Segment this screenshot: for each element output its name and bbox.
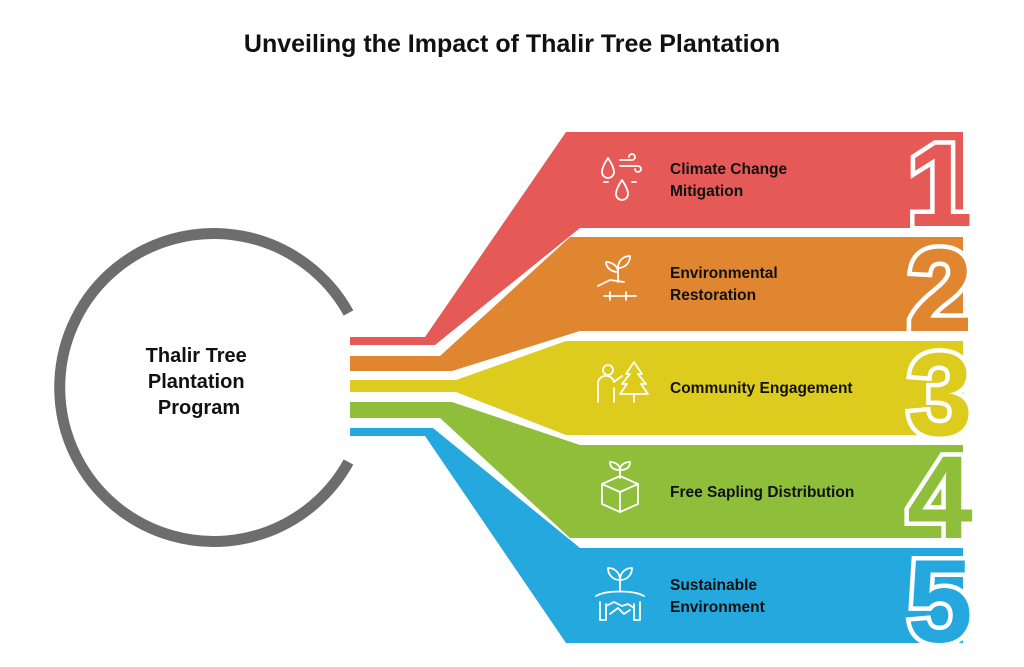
item-label-5: Sustainable Environment: [670, 577, 765, 616]
number-2: 2: [907, 225, 973, 357]
climate-icon: [601, 153, 642, 201]
ribbons: [350, 132, 963, 643]
ribbon-3: [350, 341, 963, 435]
item-label-4: Free Sapling Distribution: [670, 484, 854, 501]
item-label-2: Environmental Restoration: [670, 265, 782, 304]
handshake-plant-icon: [595, 567, 645, 621]
number-4: 4: [907, 432, 973, 564]
plant-hand-icon: [597, 255, 637, 301]
ribbon-2: [350, 237, 963, 371]
community-icon: [596, 361, 649, 403]
ribbon-1: [350, 132, 963, 345]
sapling-box-icon: [601, 461, 639, 513]
number-5: 5: [907, 536, 973, 667]
ribbon-5: [350, 428, 963, 643]
item-label-3: Community Engagement: [670, 380, 853, 397]
item-label-1: Climate Change Mitigation: [670, 161, 791, 200]
ribbon-4: [350, 402, 963, 538]
number-3: 3: [907, 329, 973, 461]
page-title: Unveiling the Impact of Thalir Tree Plan…: [243, 30, 781, 58]
center-label: Thalir Tree Plantation Program: [146, 345, 253, 419]
number-1: 1: [907, 120, 973, 252]
numbers: 1 2 3 4 5: [903, 116, 978, 667]
center-ring: [54, 228, 354, 547]
